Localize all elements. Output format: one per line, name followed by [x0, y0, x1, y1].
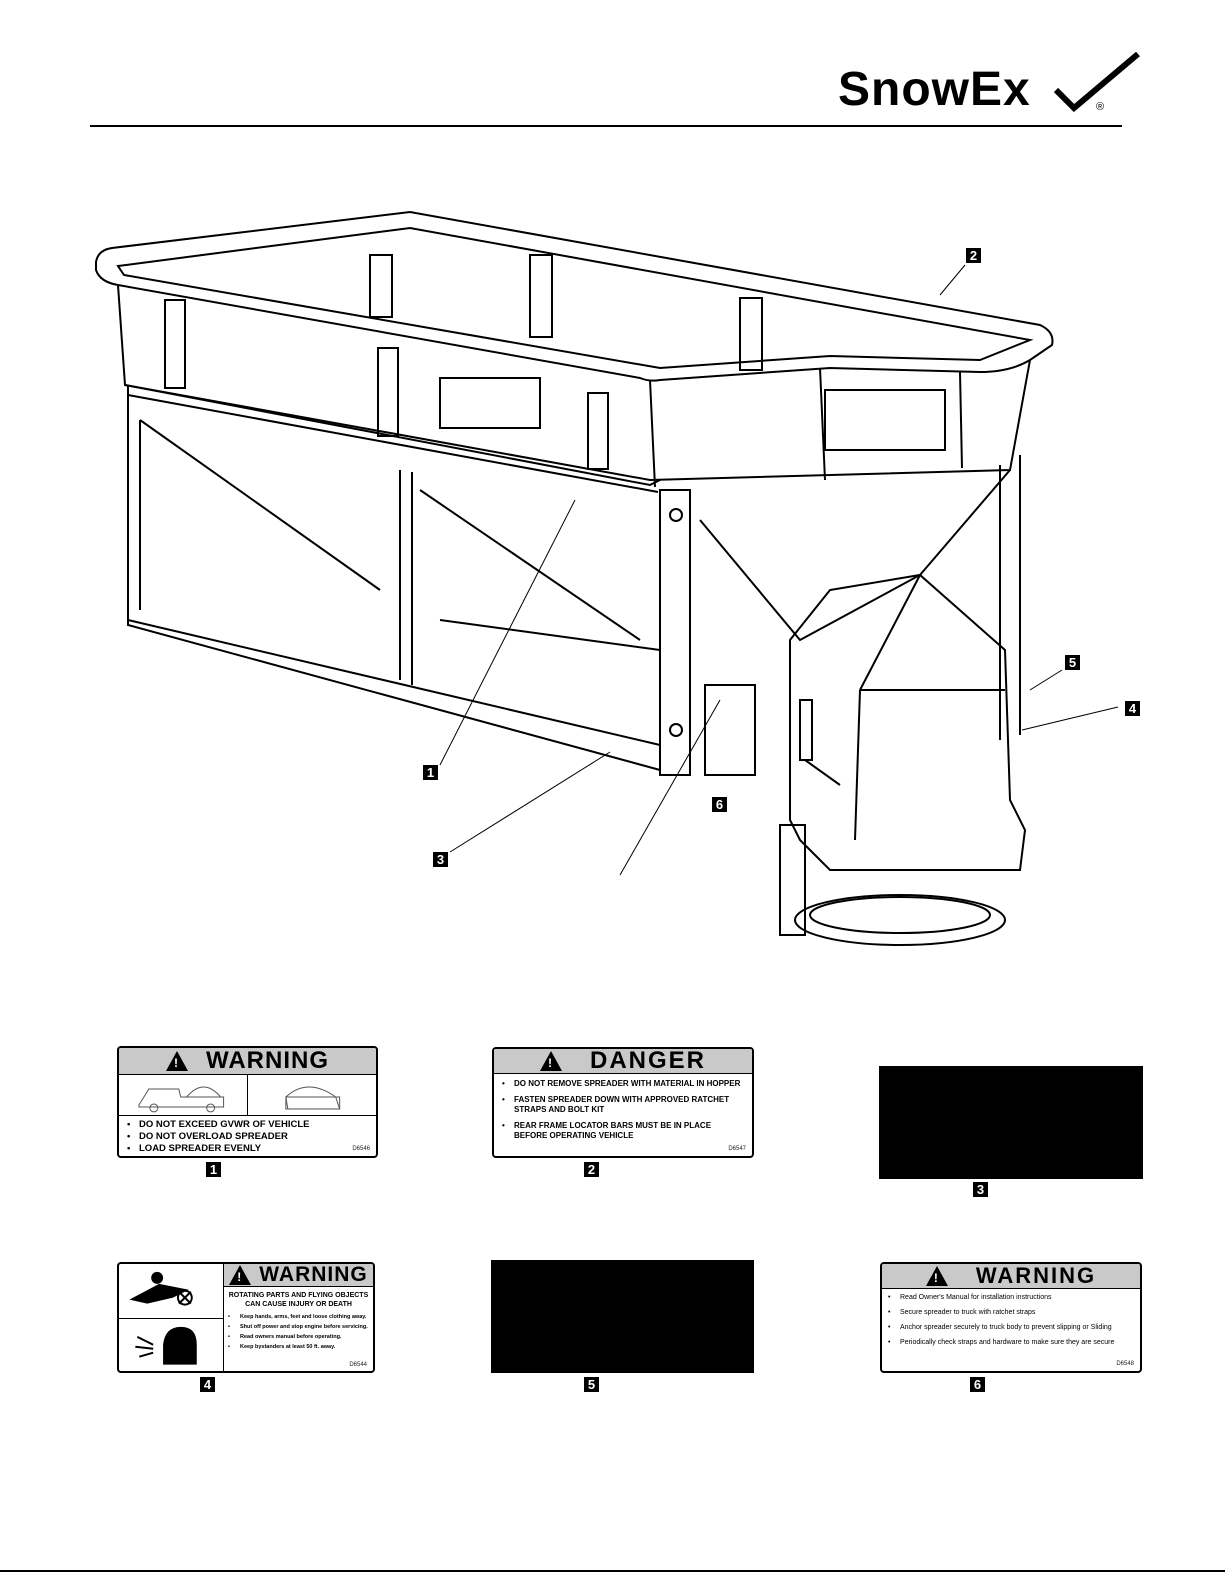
decal-code: D6548: [1116, 1361, 1134, 1367]
decal-heading: DANGER: [589, 1047, 706, 1074]
callout-3: 3: [433, 852, 448, 867]
brand-name: SnowEx: [838, 63, 1031, 116]
decal-code: D6544: [349, 1362, 367, 1368]
warning-triangle-icon: !: [229, 1265, 252, 1285]
decal-line: Keep bystanders at least 50 ft. away.: [226, 1342, 369, 1352]
callout-1: 1: [423, 765, 438, 780]
checkmark-icon: [1053, 52, 1140, 112]
danger-triangle-icon: !: [539, 1051, 562, 1071]
hopper-level-icon: [284, 1086, 340, 1110]
decal-line: LOAD SPREADER EVENLY: [125, 1143, 372, 1155]
decal-line: Periodically check straps and hardware t…: [886, 1338, 1134, 1347]
flying-objects-head-icon: [135, 1326, 197, 1365]
decal-code: D6547: [728, 1146, 746, 1152]
spreader-drawing: [95, 210, 1119, 946]
truck-overload-icon: [138, 1075, 248, 1115]
snowex-logo: SnowEx ®: [838, 52, 1140, 124]
decal-line: DO NOT OVERLOAD SPREADER: [125, 1131, 372, 1143]
decal-heading: WARNING: [206, 1047, 329, 1074]
callout-5: 5: [1065, 655, 1080, 670]
callout-6: 6: [712, 797, 727, 812]
decal-line: Read owners manual before operating.: [226, 1332, 369, 1342]
decal-pictograms: [119, 1075, 376, 1116]
decal-5-redacted: [491, 1260, 754, 1373]
decal-label-6: 6: [970, 1377, 985, 1392]
hand-entanglement-icon: [119, 1271, 223, 1319]
registered-mark: ®: [1096, 101, 1105, 113]
decal-line: DO NOT REMOVE SPREADER WITH MATERIAL IN …: [500, 1079, 746, 1089]
decal-line: REAR FRAME LOCATOR BARS MUST BE IN PLACE…: [500, 1121, 746, 1141]
decal-label-3: 3: [973, 1182, 988, 1197]
decal-heading: WARNING: [975, 1263, 1097, 1288]
warning-triangle-icon: !: [166, 1051, 188, 1071]
decal-line: Secure spreader to truck with ratchet st…: [886, 1308, 1134, 1317]
header-rule: [90, 125, 1122, 127]
callout-2: 2: [966, 248, 981, 263]
decal-warning-overload: ! WARNING DO NOT EXCEED GVWR OF VEHICLE …: [117, 1046, 378, 1158]
decal-line: Shut off power and stop engine before se…: [226, 1322, 369, 1332]
decal-warning-rotating-parts: ! WARNING ROTATING PARTS AND FLYING OBJE…: [117, 1262, 375, 1373]
decal-label-4: 4: [200, 1377, 215, 1392]
decal-heading: WARNING: [259, 1263, 368, 1286]
decal-3-redacted: [879, 1066, 1143, 1179]
warning-triangle-icon: !: [925, 1266, 948, 1286]
decal-label-2: 2: [584, 1162, 599, 1177]
decal-line: Read Owner's Manual for installation ins…: [886, 1293, 1134, 1302]
decal-code: D6546: [352, 1146, 370, 1152]
decal-subheading: ROTATING PARTS AND FLYING OBJECTS CAN CA…: [228, 1292, 369, 1308]
decal-danger-removal: ! DANGER DO NOT REMOVE SPREADER WITH MAT…: [492, 1047, 754, 1158]
decal-label-1: 1: [206, 1162, 221, 1177]
decal-line: FASTEN SPREADER DOWN WITH APPROVED RATCH…: [500, 1095, 746, 1115]
decal-line: DO NOT EXCEED GVWR OF VEHICLE: [125, 1119, 372, 1131]
callout-4: 4: [1125, 701, 1140, 716]
decal-line: Keep hands, arms, feet and loose clothin…: [226, 1312, 369, 1322]
decal-label-5: 5: [584, 1377, 599, 1392]
footer-rule: [0, 1570, 1225, 1572]
decal-warning-installation: ! WARNING Read Owner's Manual for instal…: [880, 1262, 1142, 1373]
decal-line: Anchor spreader securely to truck body t…: [886, 1323, 1134, 1332]
